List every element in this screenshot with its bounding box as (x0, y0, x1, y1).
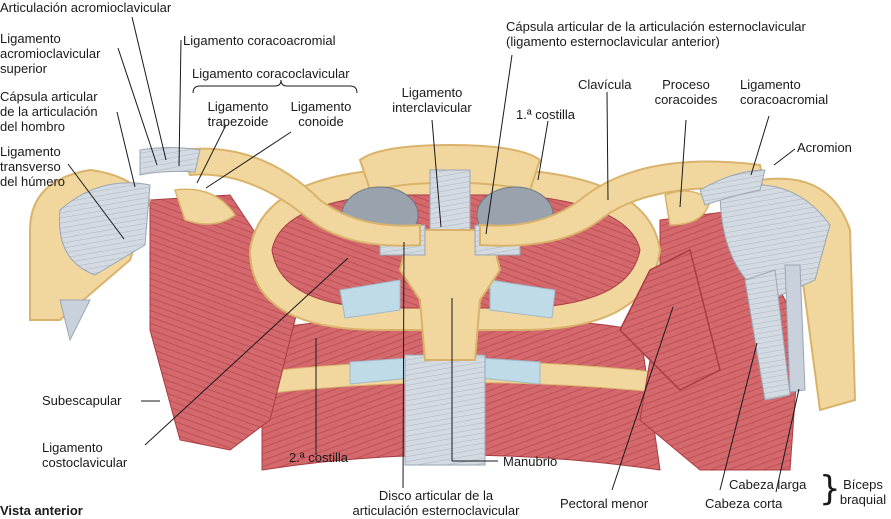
label-coracoid-process: Proceso coracoides (646, 77, 726, 107)
label-biceps-brachii: Bíceps braquial (835, 477, 891, 507)
label-line: transverso (0, 159, 61, 174)
label-coracoclavicular-ligament: Ligamento coracoclavicular (192, 66, 350, 81)
label-line: Ligamento (401, 85, 463, 100)
label-line: (ligamento esternoclavicular anterior) (506, 34, 720, 49)
label-line: Ligamento (207, 99, 269, 114)
coracoid-left (173, 188, 237, 225)
label-long-head: Cabeza larga (729, 477, 807, 492)
leader-lines (67, 16, 800, 493)
label-line: Disco articular de la (378, 488, 494, 503)
label-line: articulación esternoclavicular (352, 503, 520, 518)
view-label: Vista anterior (0, 503, 83, 518)
label-coracoacromial-ligament-left: Ligamento coracoacromial (183, 33, 336, 48)
label-line: costoclavicular (42, 455, 128, 470)
pectoralis-minor (619, 248, 721, 391)
label-line: conoide (298, 114, 344, 129)
label-sternoclavicular-capsule: Cápsula articular de la articulación est… (506, 19, 806, 49)
biceps-brace: } (819, 469, 841, 509)
sternal-body (404, 354, 486, 466)
vertebra (358, 143, 542, 192)
label-line: Ligamento (0, 31, 61, 46)
label-acromioclavicular-joint: Articulación acromioclavicular (0, 0, 172, 15)
label-line: Ligamento (42, 440, 103, 455)
label-line: Cápsula articular (0, 89, 98, 104)
label-line: acromioclavicular (0, 46, 101, 61)
label-line: Cápsula articular de la articulación est… (506, 19, 806, 34)
label-superior-acromioclavicular-ligament: Ligamento acromioclavicular superior (0, 31, 100, 76)
label-manubrium: Manubrio (503, 454, 558, 469)
label-first-rib: 1.ª costilla (516, 107, 576, 122)
label-line: Bíceps (843, 477, 883, 492)
first-rib-cartilage-r (489, 279, 556, 319)
trachea (429, 169, 471, 241)
label-line: trapezoide (207, 114, 269, 129)
long-head-tendon (784, 264, 806, 393)
shoulder-capsule-right (719, 184, 831, 301)
label-line: coracoides (654, 92, 718, 107)
clavicle-left (178, 147, 421, 247)
first-rib-cartilage-l (339, 279, 401, 319)
label-transverse-humeral-ligament: Ligamento transverso del húmero (0, 144, 65, 189)
label-clavicle: Clavícula (578, 77, 632, 92)
label-subscapularis: Subescapular (42, 393, 122, 408)
label-line: Ligamento (740, 77, 801, 92)
biceps-tendon-left (59, 299, 91, 342)
humerus-right (758, 177, 857, 412)
label-line: superior (0, 61, 47, 76)
shoulder-capsule-left (58, 182, 151, 276)
label-costoclavicular-ligament: Ligamento costoclavicular (42, 440, 127, 470)
label-line: Ligamento (0, 144, 61, 159)
label-line: del húmero (0, 174, 66, 189)
label-line: coracoacromial (740, 92, 829, 107)
label-articular-disc: Disco articular de la articulación ester… (333, 488, 539, 518)
label-line: del hombro (0, 119, 66, 134)
label-line: Proceso (662, 77, 710, 92)
label-line: de la articulación (0, 104, 98, 119)
label-conoid-ligament: Ligamento conoide (284, 99, 358, 129)
label-shoulder-capsule: Cápsula articular de la articulación del… (0, 89, 98, 134)
biceps-heads-right (744, 269, 791, 401)
label-second-rib: 2.ª costilla (289, 450, 349, 465)
label-acromion: Acromion (797, 140, 852, 155)
label-line: braquial (839, 492, 887, 507)
label-line: Ligamento (290, 99, 352, 114)
ac-ligament-left (139, 147, 201, 176)
coracoacromial-ligament-right (699, 169, 766, 206)
label-line: interclavicular (392, 100, 472, 115)
label-coracoacromial-ligament-right: Ligamento coracoacromial (740, 77, 828, 107)
label-short-head: Cabeza corta (705, 496, 783, 511)
label-pectoralis-minor: Pectoral menor (560, 496, 649, 511)
label-interclavicular-ligament: Ligamento interclavicular (380, 85, 484, 115)
label-trapezoid-ligament: Ligamento trapezoide (200, 99, 276, 129)
